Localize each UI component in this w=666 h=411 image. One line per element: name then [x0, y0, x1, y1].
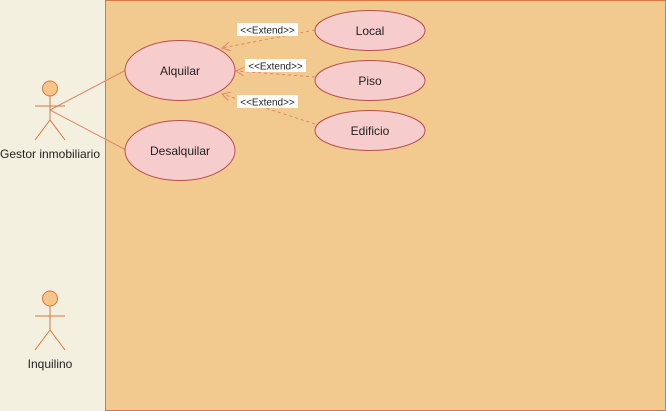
use-case-local[interactable]	[314, 10, 426, 51]
extend-local-alquilar-line	[221, 29, 316, 49]
use-case-desalquilar-label: Desalquilar	[150, 144, 210, 158]
actor-left-leg	[34, 329, 51, 351]
extend-label-edificio: <<Extend>>	[240, 98, 295, 109]
use-case-desalquilar[interactable]	[124, 120, 236, 181]
association-gestor-alquilar	[49, 69, 127, 111]
extend-label-background	[237, 23, 298, 36]
extend-label-piso: <<Extend>>	[248, 62, 303, 73]
extend-edificio-alquilar-line	[221, 93, 316, 125]
use-case-edificio[interactable]	[314, 110, 426, 151]
actor-gestor-inmobiliario[interactable]: Gestor inmobiliario	[0, 80, 100, 161]
relations-layer	[49, 29, 316, 151]
actor-right-leg	[49, 119, 66, 141]
actor-inquilino-label: Inquilino	[28, 357, 73, 371]
actor-gestor-label: Gestor inmobiliario	[0, 147, 100, 161]
extend-edificio-alquilar-arrowhead	[221, 91, 231, 101]
use-case-alquilar-label: Alquilar	[160, 64, 200, 78]
use-case-piso[interactable]	[314, 60, 426, 101]
use-case-piso-label: Piso	[358, 74, 382, 88]
extend-label-local: <<Extend>>	[240, 26, 295, 37]
actor-right-leg	[49, 329, 66, 351]
extend-piso-alquilar-arrowhead	[234, 66, 245, 77]
use-case-edificio-label: Edificio	[351, 124, 390, 138]
actor-head	[42, 290, 58, 307]
extend-labels: <<Extend>> <<Extend>> <<Extend>>	[237, 23, 306, 109]
actor-left-leg	[34, 119, 51, 141]
use-case-alquilar[interactable]	[124, 40, 236, 101]
extend-label-background	[245, 59, 306, 72]
association-gestor-desalquilar	[49, 109, 127, 151]
actor-head	[42, 80, 58, 97]
use-case-local-label: Local	[356, 24, 385, 38]
extend-label-background	[237, 95, 298, 108]
actor-inquilino[interactable]: Inquilino	[28, 290, 73, 371]
extend-local-alquilar-arrowhead	[220, 41, 231, 52]
use-cases: Alquilar Desalquilar Local Piso Edificio	[124, 10, 426, 181]
